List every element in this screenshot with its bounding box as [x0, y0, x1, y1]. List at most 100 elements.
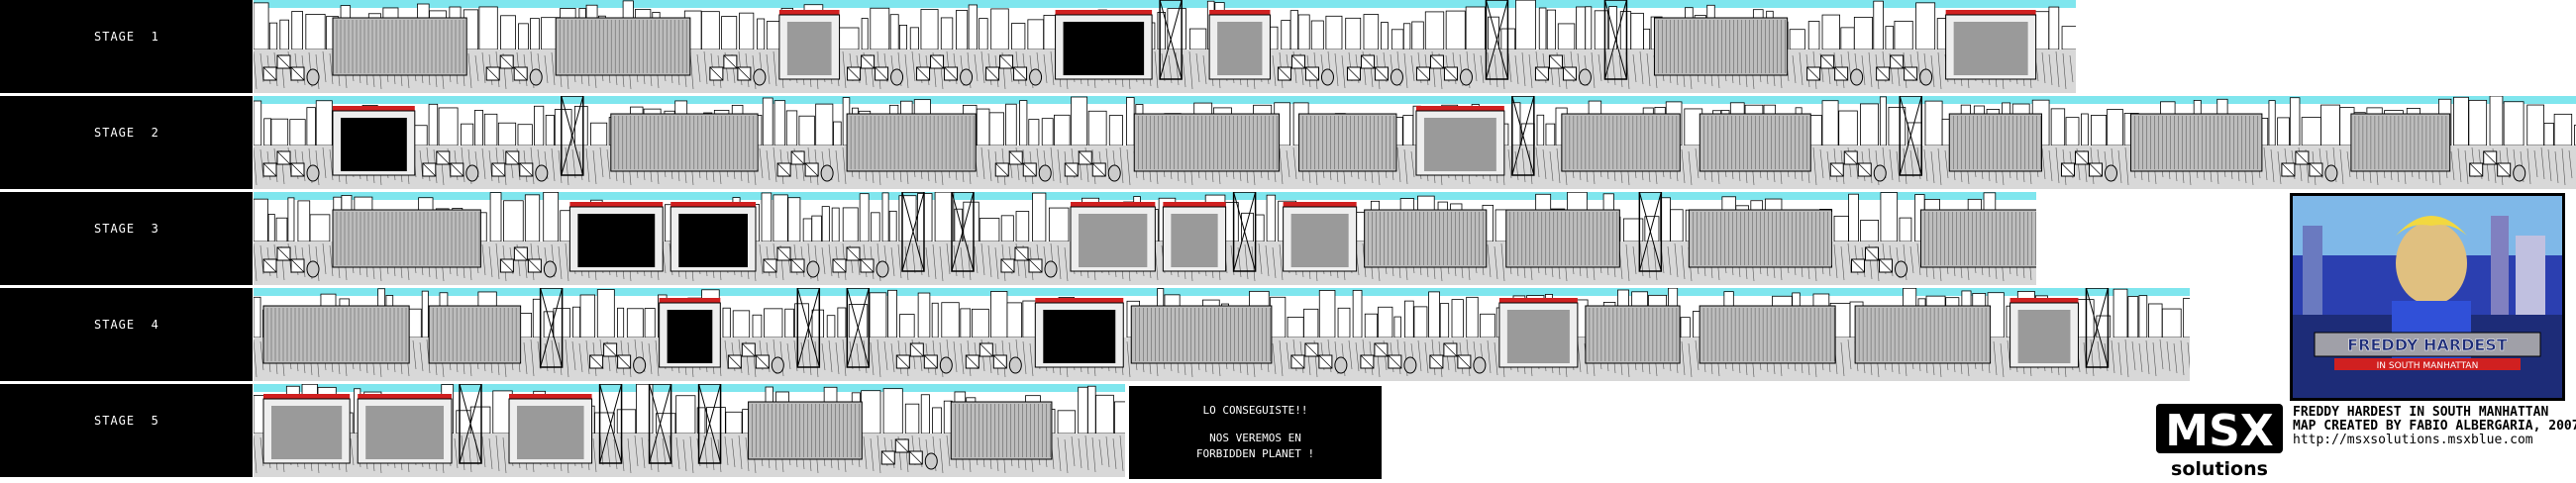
- crate-brace: [485, 66, 500, 81]
- ground-texture: [2457, 147, 2462, 183]
- crane-brace: [951, 192, 975, 272]
- skyline-building: [2050, 108, 2066, 146]
- ground-texture: [606, 148, 611, 180]
- crate-brace: [860, 258, 875, 273]
- ground-texture: [2062, 52, 2067, 90]
- ground-texture: [2124, 338, 2129, 378]
- skyline-building: [1404, 300, 1414, 338]
- skyline-building: [2107, 109, 2123, 146]
- stage-map-scene: [254, 96, 2576, 189]
- skyline-building: [1087, 110, 1107, 146]
- skyline-building: [626, 308, 644, 338]
- logo-solutions-text: solutions: [2171, 458, 2268, 479]
- ground-texture: [807, 338, 812, 376]
- ground-texture: [1521, 51, 1526, 87]
- warehouse-roof: [670, 202, 756, 207]
- ground-texture: [1487, 339, 1492, 374]
- crate-brace: [832, 258, 847, 273]
- skyline-building: [990, 291, 1008, 338]
- crate-brace: [1079, 150, 1092, 165]
- crate-brace: [2061, 162, 2075, 177]
- crate-brace: [1563, 66, 1577, 81]
- skyline-building: [881, 192, 889, 242]
- skyline-building: [1126, 97, 1135, 146]
- ground-texture: [842, 146, 847, 185]
- sky-band: [254, 384, 1125, 392]
- skyline-building: [1411, 21, 1424, 50]
- logo-msx-text: MSX: [2165, 406, 2273, 456]
- ending-line: FORBIDDEN PLANET !: [1195, 447, 1315, 460]
- skyline-building: [1381, 22, 1389, 50]
- ground-texture: [960, 246, 965, 279]
- ground-texture: [1057, 244, 1062, 280]
- skyline-building: [2127, 296, 2139, 338]
- ground-texture: [1535, 146, 1540, 178]
- skyline-building: [882, 388, 903, 435]
- skyline-building: [990, 8, 1009, 50]
- ground-texture: [254, 50, 258, 90]
- cargo-container: [1699, 305, 1836, 364]
- skyline-building: [815, 103, 834, 146]
- skyline-building: [1536, 114, 1545, 146]
- ground-texture: [1674, 242, 1679, 278]
- crate-brace: [491, 162, 506, 177]
- skyline-building: [1391, 29, 1404, 50]
- ground-texture: [987, 148, 992, 182]
- skyline-building: [1337, 307, 1351, 338]
- crate-brace: [861, 54, 875, 69]
- ground-texture: [2450, 150, 2455, 181]
- ground-texture: [1840, 245, 1845, 281]
- ground-texture: [696, 53, 701, 83]
- skyline-building: [821, 206, 830, 242]
- skyline-building: [1005, 103, 1017, 146]
- skyline-building: [1660, 197, 1671, 242]
- skyline-building: [2468, 99, 2488, 146]
- skyline-building: [861, 390, 881, 435]
- barrel: [543, 260, 557, 278]
- ground-texture: [599, 435, 604, 466]
- ground-texture: [876, 435, 881, 474]
- crate-brace: [895, 438, 909, 453]
- ground-texture: [648, 342, 653, 375]
- warehouse-roof: [1415, 106, 1504, 111]
- crate-brace: [910, 342, 924, 357]
- skyline-building: [1538, 7, 1547, 50]
- sky-band: [254, 96, 2576, 104]
- ground-texture: [724, 435, 729, 466]
- skyline-building: [590, 122, 608, 146]
- barrel: [806, 260, 820, 278]
- skyline-building: [2574, 124, 2576, 146]
- skyline-building: [254, 2, 269, 50]
- skyline-building: [306, 107, 316, 146]
- warehouse-roof: [1945, 10, 2036, 15]
- crate-brace: [2483, 150, 2497, 165]
- warehouse-roof: [1055, 10, 1153, 15]
- skyline-building: [2489, 96, 2504, 146]
- skyline-building: [887, 289, 897, 338]
- cargo-container: [428, 305, 522, 364]
- skyline-building: [1363, 14, 1380, 50]
- crate-brace: [995, 162, 1009, 177]
- skyline-building: [596, 289, 615, 338]
- skyline-building: [2268, 100, 2276, 146]
- skyline-building: [524, 194, 541, 242]
- ground-texture: [2277, 150, 2282, 185]
- skyline-building: [917, 292, 931, 338]
- skyline-building: [1853, 16, 1873, 50]
- skyline-building: [297, 200, 311, 242]
- skyline-building: [1095, 394, 1114, 435]
- skyline-building: [517, 124, 533, 146]
- ground-texture: [766, 53, 771, 85]
- crate-brace: [276, 246, 291, 261]
- crate-brace: [728, 354, 742, 369]
- crate-brace: [1416, 66, 1430, 81]
- ground-texture: [1064, 438, 1069, 474]
- ground-texture: [558, 245, 563, 280]
- ground-texture: [1500, 242, 1505, 282]
- ground-texture: [634, 435, 639, 467]
- barrel: [1038, 164, 1052, 182]
- crane-tower: [1603, 0, 1628, 80]
- crane-tower: [951, 192, 975, 272]
- skyline-building: [1325, 15, 1343, 50]
- ground-texture: [1556, 147, 1561, 184]
